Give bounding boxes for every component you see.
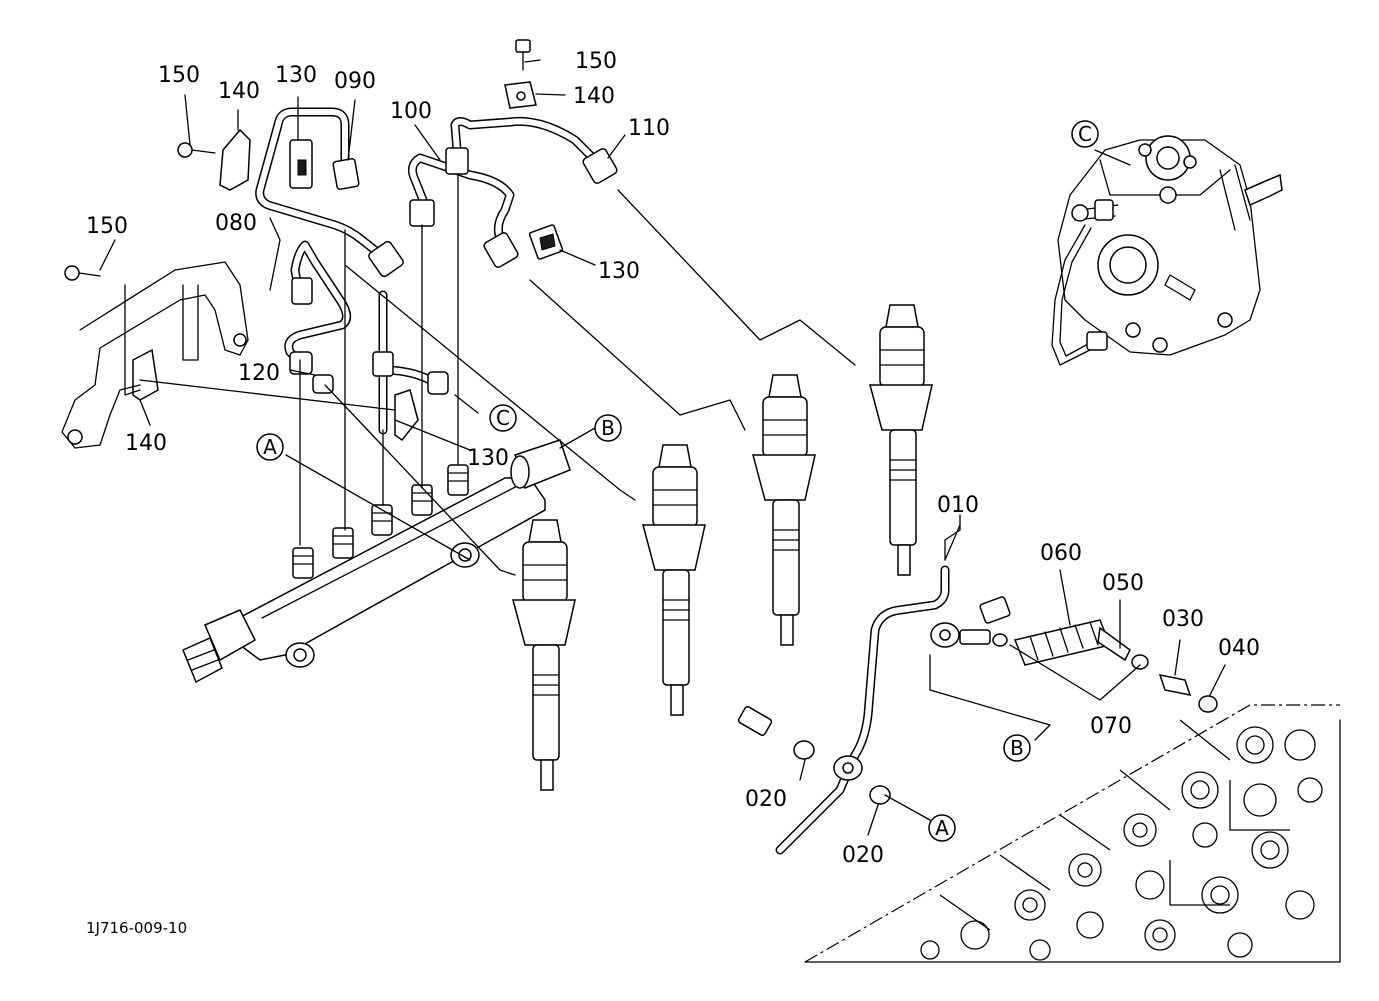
label-140-b: 140 bbox=[573, 84, 615, 109]
ref-marker-b-rail: B bbox=[594, 414, 622, 442]
svg-text:A: A bbox=[263, 435, 277, 459]
label-100: 100 bbox=[390, 99, 432, 124]
svg-text:B: B bbox=[1010, 736, 1024, 760]
injection-pipes bbox=[255, 107, 618, 546]
return-hose bbox=[1013, 619, 1218, 713]
svg-text:A: A bbox=[935, 816, 949, 840]
label-040: 040 bbox=[1218, 636, 1260, 661]
injector-1 bbox=[512, 519, 576, 791]
pipe-bracket bbox=[61, 261, 249, 449]
injector-3 bbox=[752, 374, 816, 646]
label-020-a: 020 bbox=[745, 787, 787, 812]
injector-4 bbox=[869, 304, 933, 576]
ref-marker-b-hose: B bbox=[1003, 734, 1031, 762]
label-130-c: 130 bbox=[467, 446, 509, 471]
ref-marker-c-pipe: C bbox=[489, 404, 517, 432]
label-030: 030 bbox=[1162, 607, 1204, 632]
injector-2 bbox=[642, 444, 706, 716]
label-010: 010 bbox=[937, 493, 979, 518]
label-140-a: 140 bbox=[218, 79, 260, 104]
pipe-clamps bbox=[132, 81, 564, 442]
label-070: 070 bbox=[1090, 714, 1132, 739]
label-080: 080 bbox=[215, 211, 257, 236]
part-number-labels: 010 020 020 030 040 050 060 070 080 090 … bbox=[86, 49, 1260, 868]
label-090: 090 bbox=[334, 69, 376, 94]
ref-marker-a-pipe: A bbox=[928, 814, 956, 842]
ref-marker-a-rail: A bbox=[256, 433, 284, 461]
leader-lines bbox=[99, 59, 1226, 836]
svg-text:C: C bbox=[1078, 122, 1092, 146]
label-050: 050 bbox=[1102, 571, 1144, 596]
label-130-a: 130 bbox=[275, 63, 317, 88]
label-020-b: 020 bbox=[842, 843, 884, 868]
label-140-c: 140 bbox=[125, 431, 167, 456]
svg-text:C: C bbox=[496, 406, 510, 430]
common-rail bbox=[182, 439, 571, 684]
diagram-code: 1J716-009-10 bbox=[86, 919, 187, 937]
cylinder-head bbox=[804, 704, 1341, 963]
reference-markers: A A B B C C bbox=[256, 120, 1099, 842]
leak-off-pipe bbox=[737, 514, 1011, 855]
label-150-b: 150 bbox=[575, 49, 617, 74]
label-150-c: 150 bbox=[86, 214, 128, 239]
bolts bbox=[64, 39, 531, 281]
ref-marker-c-pump: C bbox=[1071, 120, 1099, 148]
label-060: 060 bbox=[1040, 541, 1082, 566]
svg-text:B: B bbox=[601, 416, 615, 440]
supply-pump bbox=[1051, 135, 1283, 366]
label-120: 120 bbox=[238, 361, 280, 386]
label-150-a: 150 bbox=[158, 63, 200, 88]
label-110: 110 bbox=[628, 116, 670, 141]
label-130-b: 130 bbox=[598, 259, 640, 284]
